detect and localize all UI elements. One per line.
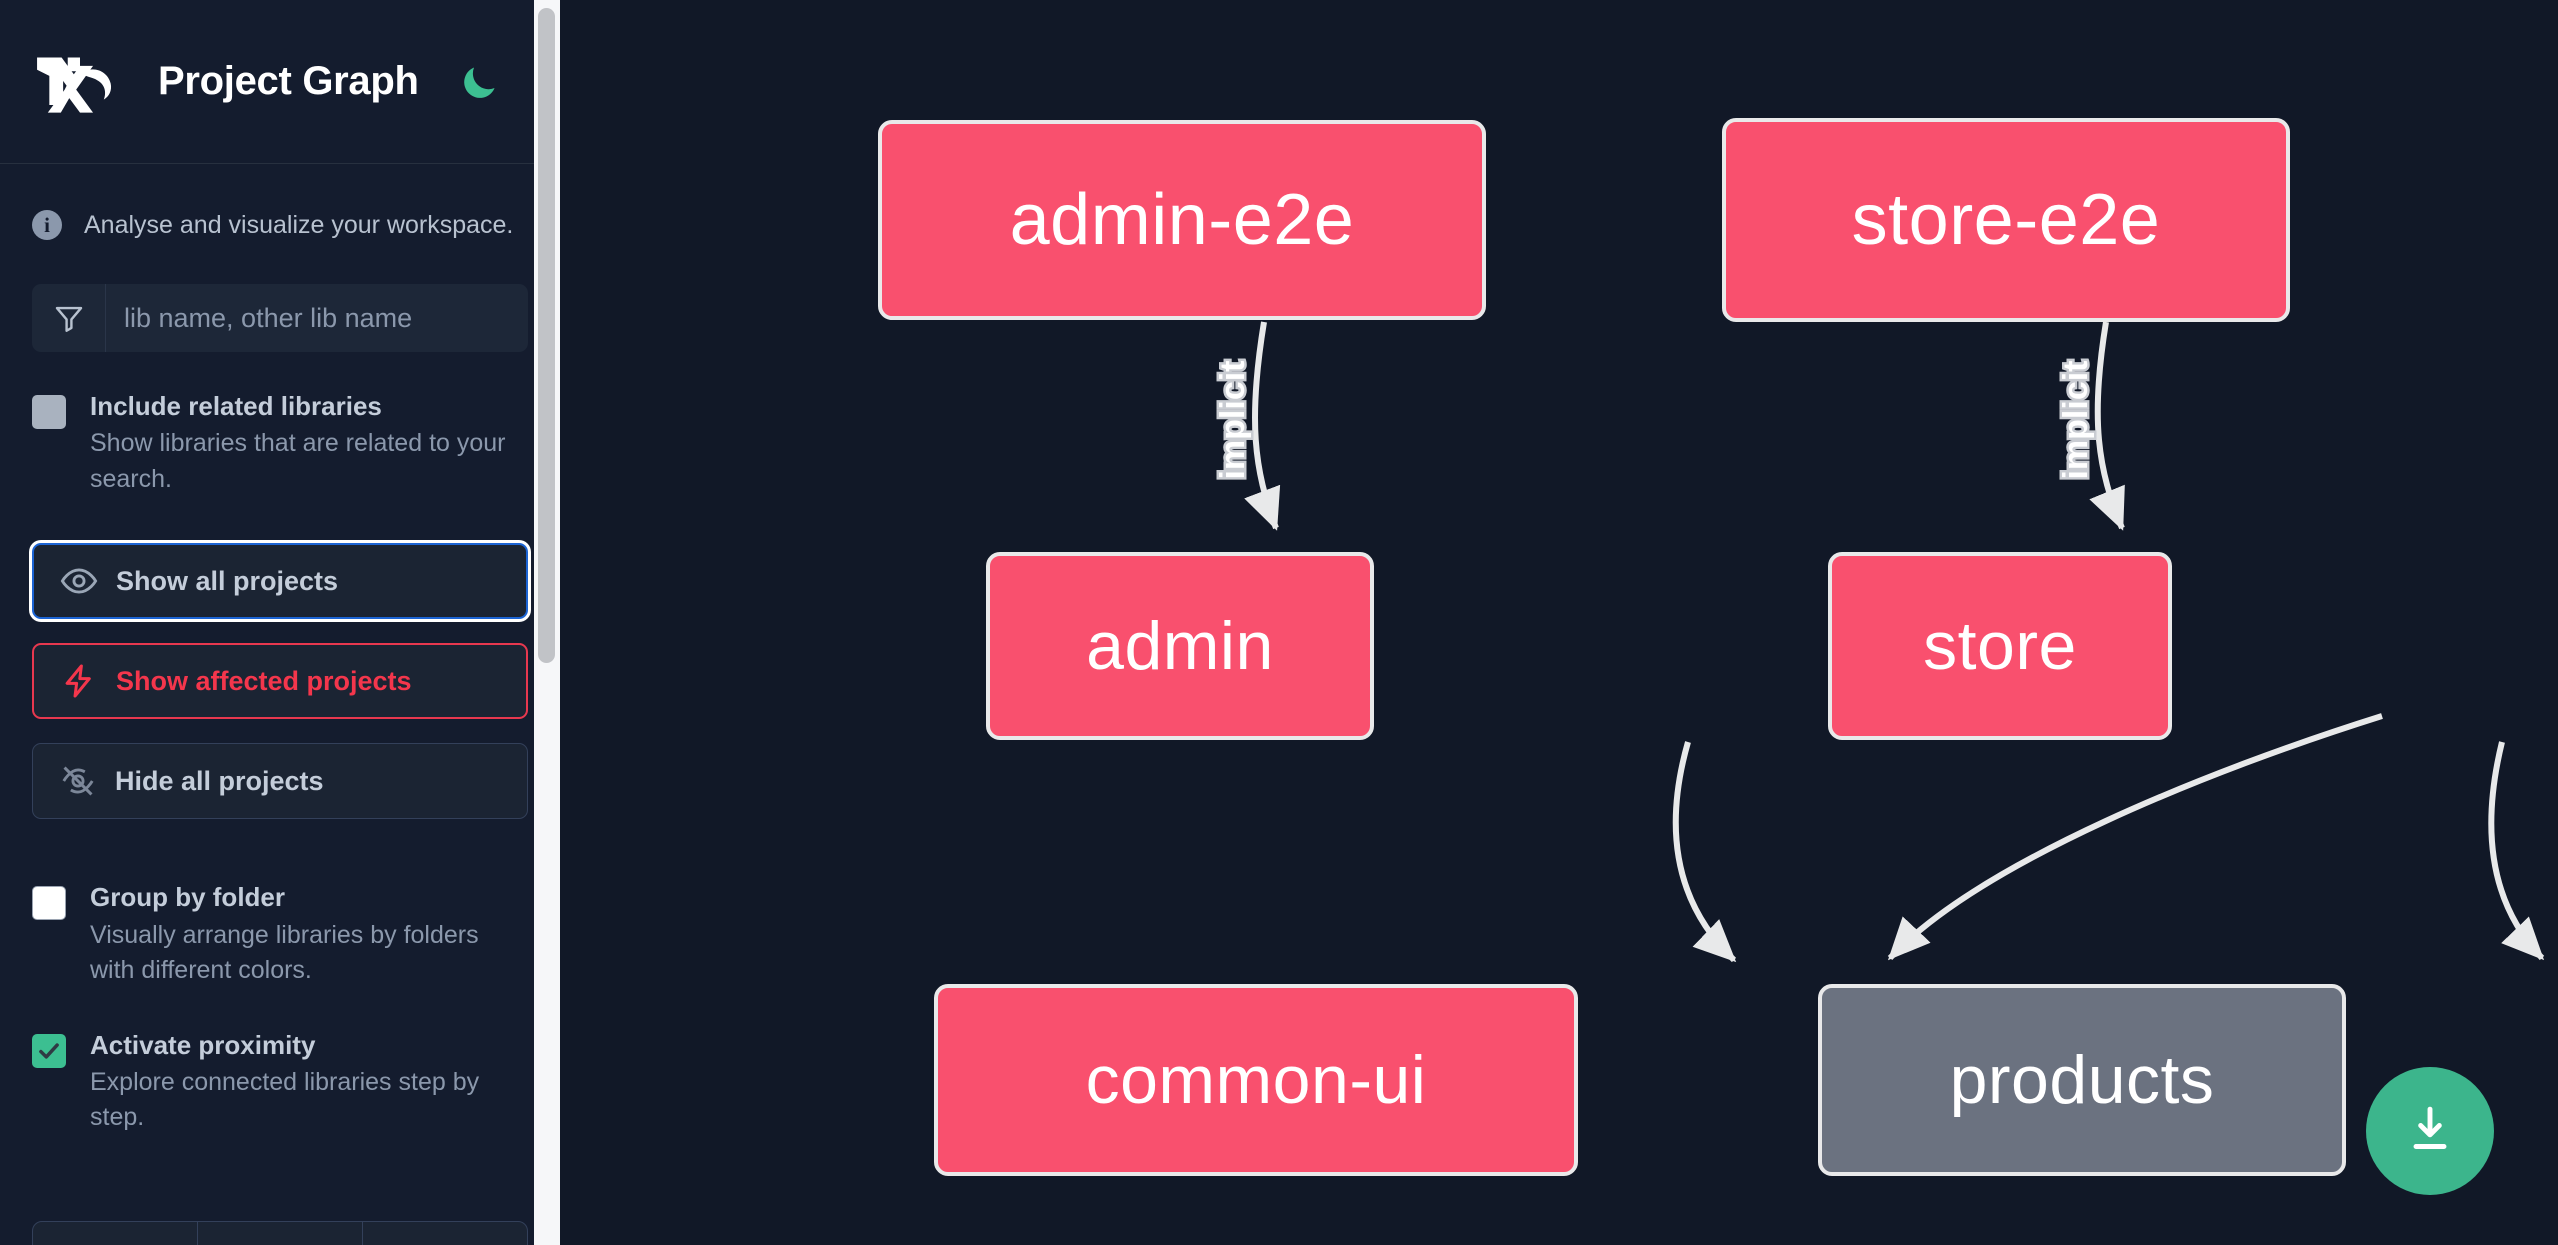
workspace-hint: i Analyse and visualize your workspace. xyxy=(32,210,528,240)
segment-3[interactable] xyxy=(363,1222,527,1245)
hide-all-projects-label: Hide all projects xyxy=(115,765,324,796)
eye-off-icon xyxy=(59,762,105,800)
group-by-folder-description: Visually arrange libraries by folders wi… xyxy=(90,920,479,985)
show-affected-projects-button[interactable]: Show affected projects xyxy=(32,643,528,720)
edge-label-implicit-store: implicit xyxy=(2057,360,2095,479)
graph-node-products[interactable]: products xyxy=(1818,984,2346,1176)
filter-icon xyxy=(32,284,106,352)
activate-proximity-checkbox[interactable] xyxy=(32,1033,66,1068)
hide-all-projects-button[interactable]: Hide all projects xyxy=(32,743,528,820)
graph-node-common-ui[interactable]: common-ui xyxy=(934,984,1578,1176)
graph-node-label: admin xyxy=(1086,608,1274,684)
graph-node-admin[interactable]: admin xyxy=(986,552,1374,740)
search-input[interactable] xyxy=(106,284,528,352)
download-button[interactable] xyxy=(2366,1067,2494,1195)
graph-canvas[interactable]: implicit implicit admin-e2e store-e2e ad… xyxy=(560,0,2558,1245)
graph-node-store[interactable]: store xyxy=(1828,552,2172,740)
segment-2[interactable] xyxy=(198,1222,363,1245)
graph-node-label: store xyxy=(1923,608,2077,684)
include-related-libraries-description: Show libraries that are related to your … xyxy=(90,429,506,493)
info-icon: i xyxy=(32,210,62,240)
spacer xyxy=(32,997,528,1029)
sidebar-scrollbar-track[interactable] xyxy=(534,0,560,1245)
graph-node-store-e2e[interactable]: store-e2e xyxy=(1722,118,2290,322)
edge-admin-e2e-to-admin xyxy=(1244,321,1281,531)
eye-icon xyxy=(60,562,106,600)
group-by-folder-label: Group by folder xyxy=(90,882,285,913)
graph-edges: implicit implicit xyxy=(1212,321,2545,963)
proximity-segmented-control[interactable] xyxy=(32,1221,528,1245)
segment-1[interactable] xyxy=(33,1222,198,1245)
graph-node-admin-e2e[interactable]: admin-e2e xyxy=(878,120,1486,320)
show-affected-projects-label: Show affected projects xyxy=(116,665,412,696)
download-icon xyxy=(2402,1101,2458,1162)
edge-label-implicit-admin: implicit xyxy=(1214,360,1252,479)
group-by-folder-checkbox[interactable] xyxy=(32,886,66,921)
page-title: Project Graph xyxy=(158,59,419,103)
graph-node-label: store-e2e xyxy=(1851,180,2161,260)
checkbox-group-by-folder[interactable]: Group by folder Visually arrange librari… xyxy=(32,881,528,988)
edge-store-to-products xyxy=(2488,741,2545,961)
spacer xyxy=(32,505,528,543)
activate-proximity-label: Activate proximity xyxy=(90,1029,316,1060)
graph-node-label: common-ui xyxy=(1085,1042,1427,1118)
graph-node-label: admin-e2e xyxy=(1009,180,1355,260)
sidebar-body: i Analyse and visualize your workspace. … xyxy=(0,210,560,1136)
checkbox-include-related-libraries[interactable]: Include related libraries Show libraries… xyxy=(32,390,528,497)
edge-store-to-common-ui xyxy=(1887,713,2383,961)
activate-proximity-description: Explore connected libraries step by step… xyxy=(90,1067,480,1132)
show-all-projects-button[interactable]: Show all projects xyxy=(32,543,528,620)
include-related-libraries-label: Include related libraries xyxy=(90,391,382,421)
sidebar-scrollbar-thumb[interactable] xyxy=(538,8,555,663)
lightning-icon xyxy=(60,662,106,700)
graph-node-label: products xyxy=(1949,1042,2215,1118)
edge-admin-to-common-ui xyxy=(1672,741,1737,963)
sidebar: Project Graph i Analyse and visualize yo… xyxy=(0,0,560,1245)
include-related-libraries-checkbox[interactable] xyxy=(32,395,66,429)
checkbox-activate-proximity[interactable]: Activate proximity Explore connected lib… xyxy=(32,1029,528,1136)
show-all-projects-label: Show all projects xyxy=(116,565,339,596)
spacer xyxy=(32,843,528,881)
workspace-hint-text: Analyse and visualize your workspace. xyxy=(84,210,514,239)
search-bar[interactable] xyxy=(32,284,528,352)
edge-store-e2e-to-store xyxy=(2089,321,2125,531)
nx-logo-icon xyxy=(34,51,126,113)
sidebar-header: Project Graph xyxy=(0,0,560,164)
moon-icon[interactable] xyxy=(455,58,503,106)
